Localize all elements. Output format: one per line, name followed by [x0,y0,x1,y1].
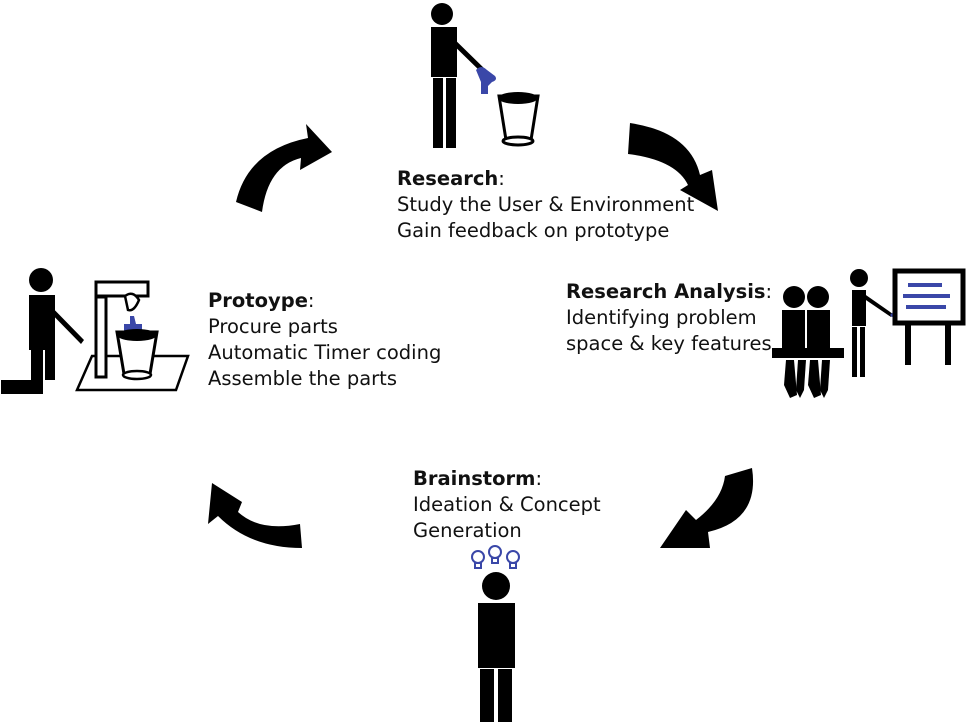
research-item: Study the User & Environment [397,193,695,216]
brainstorm-title-colon: : [535,467,543,490]
prototype-title: Protoype: [208,288,441,314]
prototype-item: Assemble the parts [208,367,397,390]
research-analysis-stage: Research Analysis: Identifying problem s… [566,279,772,357]
curved-arrow-icon [660,468,754,548]
person-lightbulbs-icon [471,545,520,722]
brainstorm-title: Brainstorm: [413,466,601,492]
research-title: Research: [397,166,694,192]
analysis-item: space & key features [566,332,772,355]
analysis-title-colon: : [765,280,773,303]
prototype-title-colon: : [307,289,315,312]
prototype-item: Automatic Timer coding [208,341,442,364]
prototype-title-text: Protoype [208,289,308,312]
curved-arrow-icon [628,123,718,211]
brainstorm-item: Generation [413,519,522,542]
kneeling-person-assembling-icon [1,268,190,394]
research-title-text: Research [397,167,499,190]
analysis-title-text: Research Analysis [566,280,766,303]
presentation-audience-icon [772,268,966,398]
prototype-item: Procure parts [208,315,338,338]
brainstorm-item: Ideation & Concept [413,493,601,516]
research-stage: Research: Study the User & Environment G… [397,166,694,244]
research-title-colon: : [498,167,505,190]
brainstorm-title-text: Brainstorm [413,467,536,490]
curved-arrow-icon [236,124,332,212]
analysis-title: Research Analysis: [566,279,772,305]
brainstorm-stage: Brainstorm: Ideation & Concept Generatio… [413,466,601,544]
prototype-stage: Protoype: Procure parts Automatic Timer … [208,288,441,392]
research-item: Gain feedback on prototype [397,219,670,242]
person-watering-plant-icon [431,3,540,148]
curved-arrow-icon [208,483,302,548]
analysis-item: Identifying problem [566,306,757,329]
